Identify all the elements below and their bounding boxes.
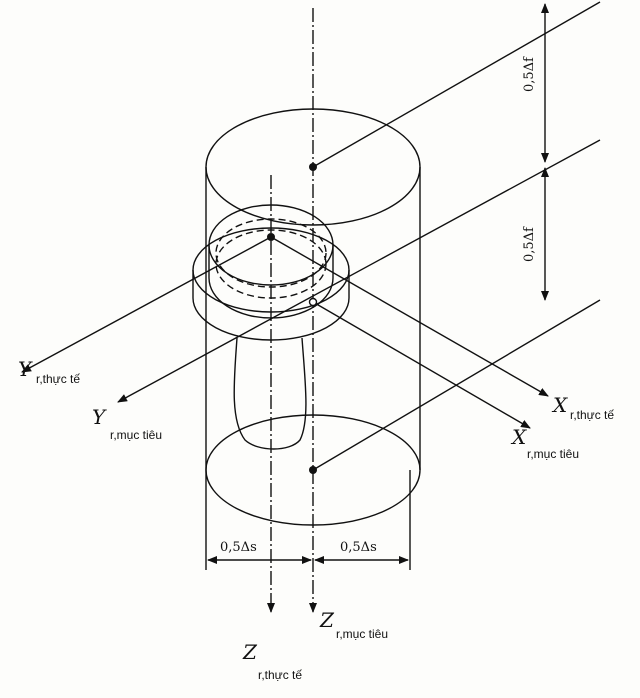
z-target-sub: r,mục tiêu: [336, 627, 389, 641]
y-actual-label: Y: [18, 357, 32, 381]
x-target-axis: [312, 301, 531, 429]
x-actual-label: X: [553, 393, 568, 417]
y-actual-sub: r,thực tế: [36, 372, 81, 386]
dim-left-s: 0,5Δs: [220, 540, 257, 555]
z-actual-sub: r,thực tế: [258, 668, 303, 682]
target-bottom-point: [309, 466, 317, 474]
y-target-label: Y: [92, 405, 106, 429]
dim-lower-f: 0,5Δf: [522, 227, 537, 262]
dim-right-s: 0,5Δs: [340, 540, 377, 555]
x-actual-sub: r,thực tế: [570, 408, 615, 422]
z-actual-label: Z: [243, 640, 257, 664]
z-target-label: Z: [320, 608, 334, 632]
y-target-axis: [117, 139, 601, 403]
y-actual-axis: [21, 236, 272, 373]
x-actual-axis: [270, 236, 549, 397]
dim-top-f: 0,5Δf: [522, 57, 537, 92]
target-origin-point: [308, 297, 318, 307]
part-stem: [233, 337, 307, 450]
x-target-label: X: [512, 425, 527, 449]
x-target-sub: r,mục tiêu: [527, 447, 580, 461]
y-target-sub: r,mục tiêu: [110, 428, 163, 442]
actual-origin-point: [267, 233, 275, 241]
target-top-point: [309, 163, 317, 171]
